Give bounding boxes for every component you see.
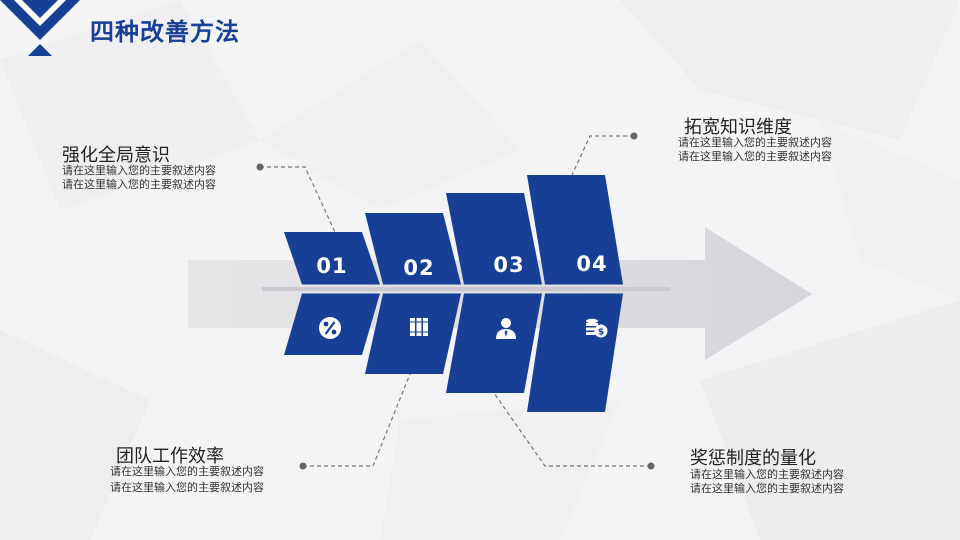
connector-line — [303, 373, 411, 467]
logo — [0, 0, 80, 56]
page-title: 四种改善方法 — [90, 18, 240, 46]
percent-icon — [319, 317, 341, 339]
step-number: 01 — [316, 254, 348, 278]
step-block-bottom — [446, 293, 542, 393]
books-icon — [410, 318, 428, 336]
person-icon — [496, 318, 516, 339]
svg-text:$: $ — [598, 328, 604, 338]
divider-band — [262, 287, 670, 291]
step-heading: 强化全局意识 — [62, 145, 170, 166]
connector-dot — [630, 132, 638, 140]
coins-icon: $ — [586, 318, 608, 338]
step-heading: 团队工作效率 — [116, 446, 224, 467]
step-description: 请在这里输入您的主要叙述内容 — [62, 178, 216, 191]
step-description: 请在这里输入您的主要叙述内容 — [62, 164, 216, 177]
step-description: 请在这里输入您的主要叙述内容 — [678, 150, 832, 163]
connector-dot — [299, 462, 307, 470]
connector-line — [571, 135, 634, 176]
connector-dot — [256, 163, 264, 171]
step-block-top — [284, 232, 380, 285]
step-description: 请在这里输入您的主要叙述内容 — [678, 136, 832, 149]
step-description: 请在这里输入您的主要叙述内容 — [690, 468, 844, 481]
step-heading: 奖惩制度的量化 — [690, 448, 816, 469]
step-number: 02 — [403, 256, 435, 280]
step-description: 请在这里输入您的主要叙述内容 — [110, 481, 264, 494]
step-block-top — [365, 213, 461, 285]
connector-line — [260, 166, 336, 233]
connector-dot — [647, 462, 655, 470]
step-block-top — [527, 175, 623, 285]
connector-line — [493, 392, 651, 467]
step-number: 03 — [493, 253, 525, 277]
step-block-top — [446, 193, 542, 285]
step-number: 04 — [576, 252, 608, 276]
step-description: 请在这里输入您的主要叙述内容 — [690, 482, 844, 495]
step-block-bottom — [527, 293, 623, 412]
step-description: 请在这里输入您的主要叙述内容 — [110, 465, 264, 478]
step-heading: 拓宽知识维度 — [684, 117, 792, 138]
